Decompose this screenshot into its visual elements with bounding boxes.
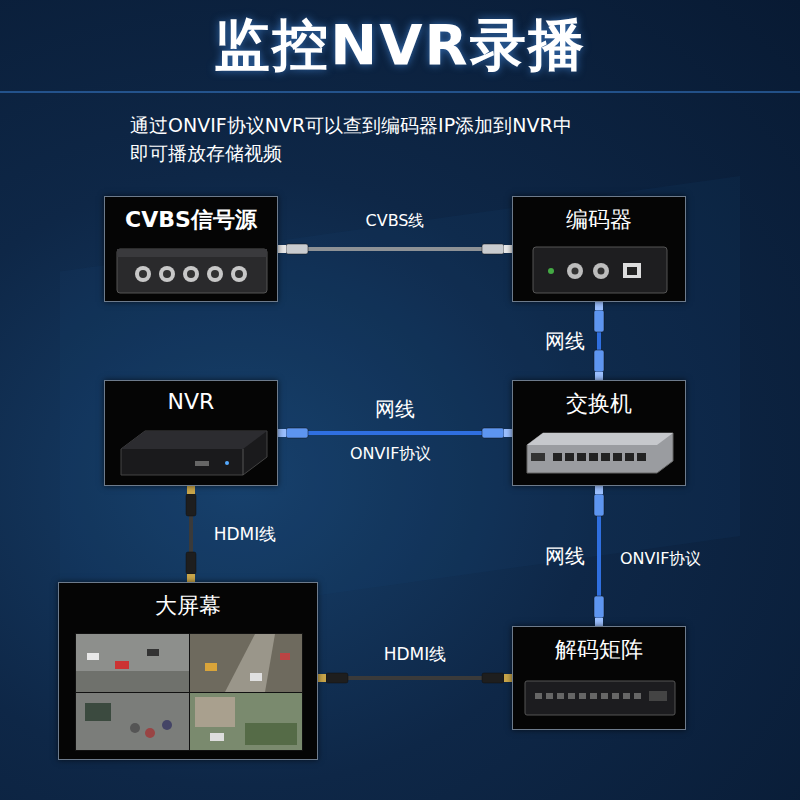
plug-tip: [318, 674, 326, 682]
box-heading: CVBS信号源: [105, 197, 277, 235]
plug-tip: [278, 245, 286, 253]
cable-plug: [594, 310, 604, 332]
plug-tip: [187, 486, 195, 494]
device-box: 大屏幕: [58, 582, 318, 760]
cable-plug: [186, 494, 196, 516]
plug-tip: [504, 245, 512, 253]
cable-plug: [186, 552, 196, 574]
cvbs-cable: [278, 247, 512, 251]
cable-plug: [594, 350, 604, 372]
protocol-label: ONVIF协议: [350, 444, 431, 465]
cable-plug: [482, 428, 504, 438]
device-illustration: [115, 427, 269, 479]
title-rule: [0, 91, 800, 93]
cable-plug: [286, 428, 308, 438]
cable-label: HDMI线: [214, 523, 277, 546]
cable-plug: [326, 673, 348, 683]
cable-label: 网线: [545, 543, 585, 570]
plug-tip: [504, 674, 512, 682]
box-heading: 解码矩阵: [513, 627, 685, 665]
box-heading: 大屏幕: [59, 583, 317, 621]
page-title: 监控NVR录播: [0, 8, 800, 84]
cable-label: 网线: [375, 396, 415, 423]
cable-plug: [482, 244, 504, 254]
cable-label: CVBS线: [366, 211, 425, 232]
cable-label: 网线: [545, 328, 585, 355]
device-illustration: [115, 243, 269, 295]
device-box: 编码器: [512, 196, 686, 302]
net-cable: [278, 431, 512, 435]
plug-tip: [504, 429, 512, 437]
device-box: 交换机: [512, 380, 686, 486]
device-illustration: [523, 243, 677, 295]
cable-label: HDMI线: [384, 643, 447, 666]
device-box: 解码矩阵: [512, 626, 686, 730]
device-box: NVR: [104, 380, 278, 486]
box-heading: NVR: [105, 381, 277, 414]
protocol-label: ONVIF协议: [620, 549, 701, 570]
bg-glow: [60, 176, 740, 632]
box-heading: 交换机: [513, 381, 685, 419]
plug-tip: [595, 618, 603, 626]
plug-tip: [595, 486, 603, 494]
plug-tip: [278, 429, 286, 437]
subtitle-note: 通过ONVIF协议NVR可以查到编码器IP添加到NVR中 即可播放存储视频: [130, 112, 690, 167]
box-heading: 编码器: [513, 197, 685, 235]
cable-plug: [594, 494, 604, 516]
cable-plug: [594, 596, 604, 618]
device-box: CVBS信号源: [104, 196, 278, 302]
device-illustration: [523, 671, 677, 723]
device-illustration: [75, 633, 303, 751]
device-illustration: [523, 427, 677, 479]
plug-tip: [595, 372, 603, 380]
plug-tip: [187, 574, 195, 582]
plug-tip: [595, 302, 603, 310]
cable-plug: [286, 244, 308, 254]
cable-plug: [482, 673, 504, 683]
